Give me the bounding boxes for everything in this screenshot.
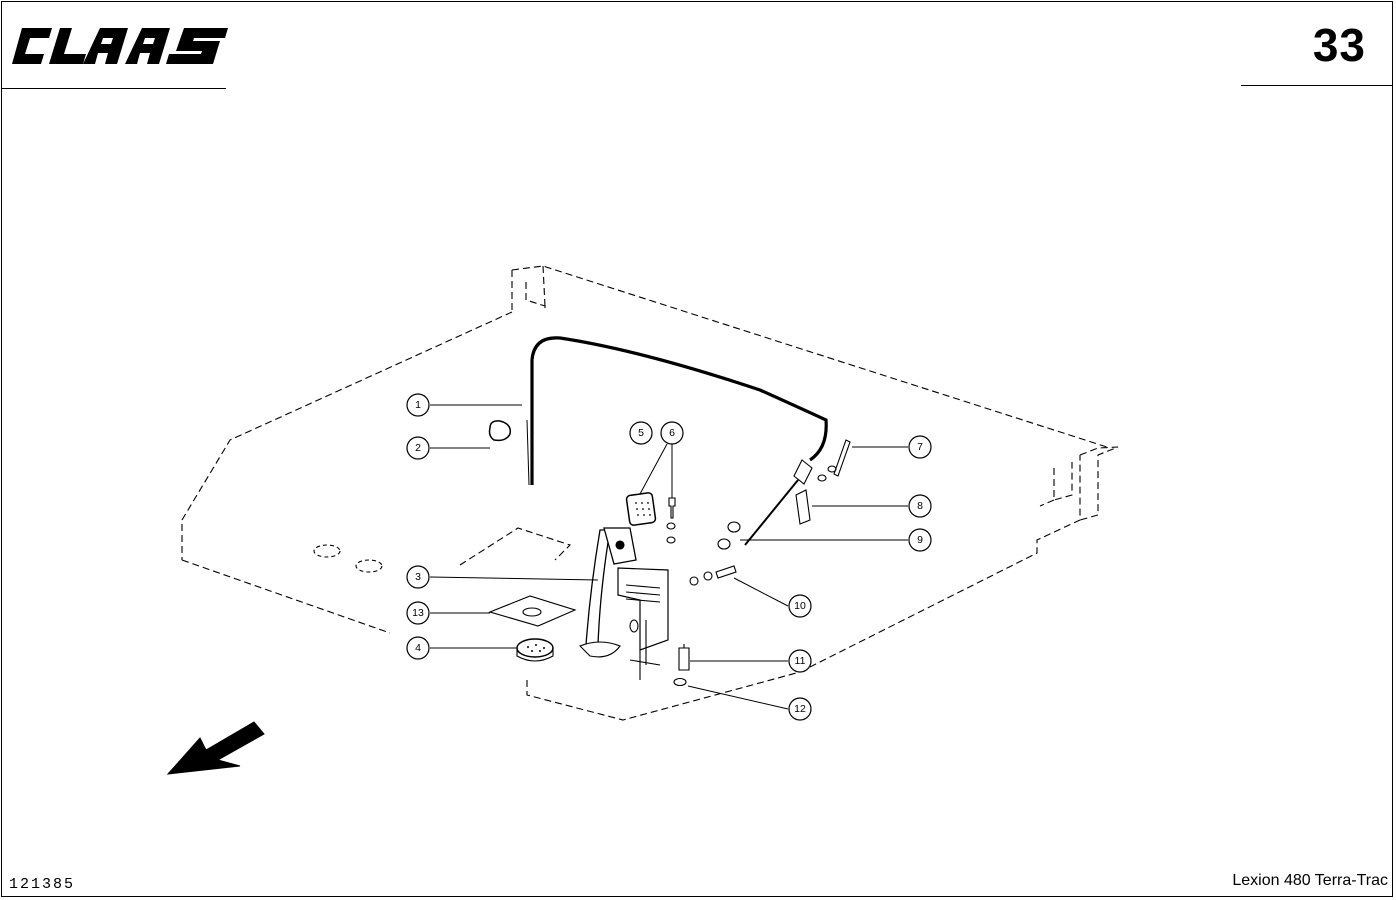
page-number-rule [1241, 85, 1393, 86]
model-name: Lexion 480 Terra-Trac [1232, 872, 1388, 889]
pedal-bracket [617, 567, 669, 651]
svg-text:12: 12 [794, 703, 806, 715]
svg-text:9: 9 [917, 534, 923, 546]
cable-clamp [488, 420, 512, 442]
nut-9b [717, 538, 731, 550]
callout-13: 13 [406, 601, 430, 625]
svg-text:7: 7 [917, 441, 923, 453]
callout-5: 5 [629, 421, 653, 445]
washer-10b [703, 571, 713, 581]
svg-text:10: 10 [794, 600, 806, 612]
bracket-leg [629, 650, 661, 680]
screw-6 [668, 497, 676, 519]
svg-text:1: 1 [415, 399, 421, 411]
cab-floor-outline [181, 265, 1119, 721]
floor-hole-left [313, 544, 341, 558]
cable-end-left [526, 419, 530, 486]
washer-10a [689, 576, 699, 586]
throttle-cable [530, 336, 828, 485]
callout-1: 1 [406, 393, 430, 417]
direction-arrow-icon [166, 721, 265, 775]
claas-logo [12, 28, 228, 64]
pedal-lever [585, 529, 611, 646]
bolt-7 [833, 439, 851, 477]
callout-9: 9 [908, 528, 932, 552]
svg-text:3: 3 [415, 571, 421, 583]
page-number: 33 [1312, 19, 1366, 71]
pedal-pad [625, 492, 657, 526]
logo-rule [2, 88, 226, 89]
callout-12: 12 [788, 697, 812, 721]
cable-rod [744, 479, 799, 546]
washer-12 [673, 677, 687, 687]
rubber-boot [516, 638, 554, 658]
callout-6: 6 [660, 421, 684, 445]
drawing-number: 121385 [9, 876, 76, 893]
svg-text:5: 5 [638, 427, 644, 439]
svg-text:8: 8 [917, 500, 923, 512]
nut-9a [727, 521, 741, 533]
svg-text:11: 11 [795, 655, 806, 667]
svg-text:6: 6 [669, 427, 675, 439]
washer-6a [666, 522, 676, 530]
switch-11 [678, 647, 690, 671]
callout-7: 7 [908, 435, 932, 459]
washer-6b [666, 536, 676, 544]
floor-mat [488, 595, 577, 627]
callout-10: 10 [788, 594, 812, 618]
svg-text:13: 13 [412, 607, 424, 619]
cable-adjuster [793, 459, 813, 485]
svg-text:2: 2 [415, 442, 421, 454]
callout-2: 2 [406, 436, 430, 460]
callout-11: 11 [788, 649, 812, 673]
svg-text:4: 4 [415, 642, 421, 654]
callouts: 1 2 3 4 5 6 7 8 9 10 11 12 13 [406, 393, 932, 721]
bolt-10 [715, 565, 737, 579]
callout-8: 8 [908, 494, 932, 518]
bracket-8 [795, 489, 811, 525]
callout-4: 4 [406, 636, 430, 660]
floor-hole-right [355, 559, 383, 573]
pedal-pad-texture [635, 502, 651, 516]
pedal-foot [579, 641, 621, 658]
leader-lines [429, 404, 908, 710]
callout-3: 3 [406, 565, 430, 589]
pedal-pivot [615, 540, 625, 550]
